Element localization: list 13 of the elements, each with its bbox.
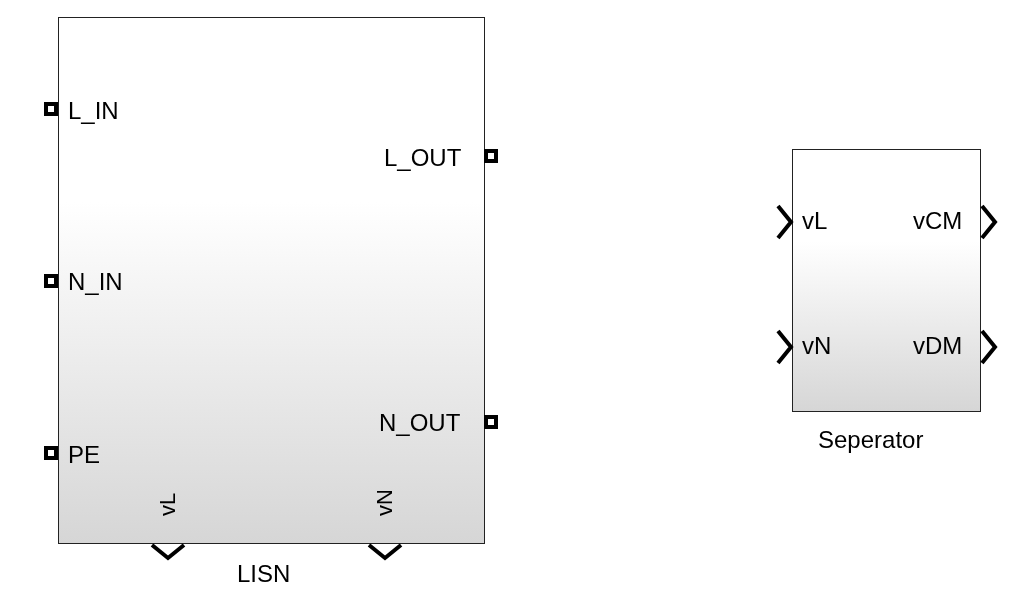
port-label: vN — [374, 489, 396, 516]
port-label: vN — [802, 334, 832, 358]
block-name: Seperator — [818, 428, 924, 452]
port-label: N_IN — [68, 270, 123, 294]
port-label: vCM — [913, 209, 963, 233]
port-label: PE — [68, 443, 100, 467]
port-label: vL — [802, 209, 828, 233]
port-label: L_OUT — [384, 146, 462, 170]
port-label: vL — [157, 492, 179, 516]
block-name: LISN — [237, 562, 291, 586]
port-label: N_OUT — [379, 411, 461, 435]
port-label: vDM — [913, 334, 963, 358]
port-label: L_IN — [68, 99, 119, 123]
